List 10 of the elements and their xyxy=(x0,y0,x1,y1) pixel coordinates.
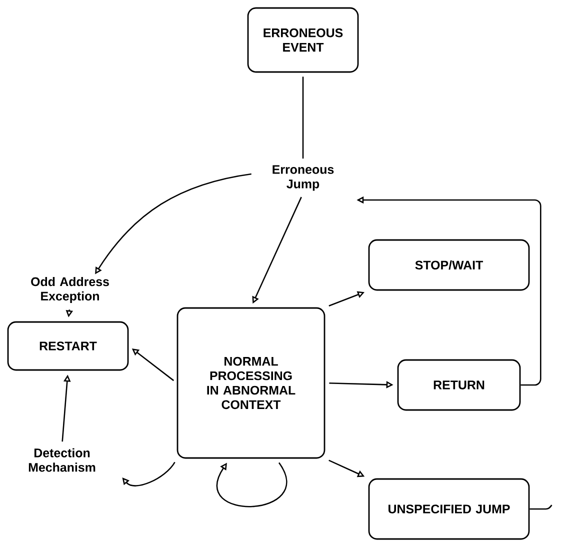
process-box: STOP/WAIT xyxy=(368,239,530,291)
process-box: RETURN xyxy=(397,359,521,411)
process-box: RESTART xyxy=(7,321,129,371)
text-label: Erroneous Jump xyxy=(272,165,334,191)
arrow xyxy=(216,462,287,508)
process-box: NORMAL PROCESSING IN ABNORMAL CONTEXT xyxy=(176,307,326,459)
text-label: Odd Address Exception xyxy=(31,276,109,304)
process-box: UNSPECIFIED JUMP xyxy=(368,478,530,540)
text-label: Detection Mechanism xyxy=(28,448,96,472)
process-box: ERRONEOUS EVENT xyxy=(247,7,359,73)
